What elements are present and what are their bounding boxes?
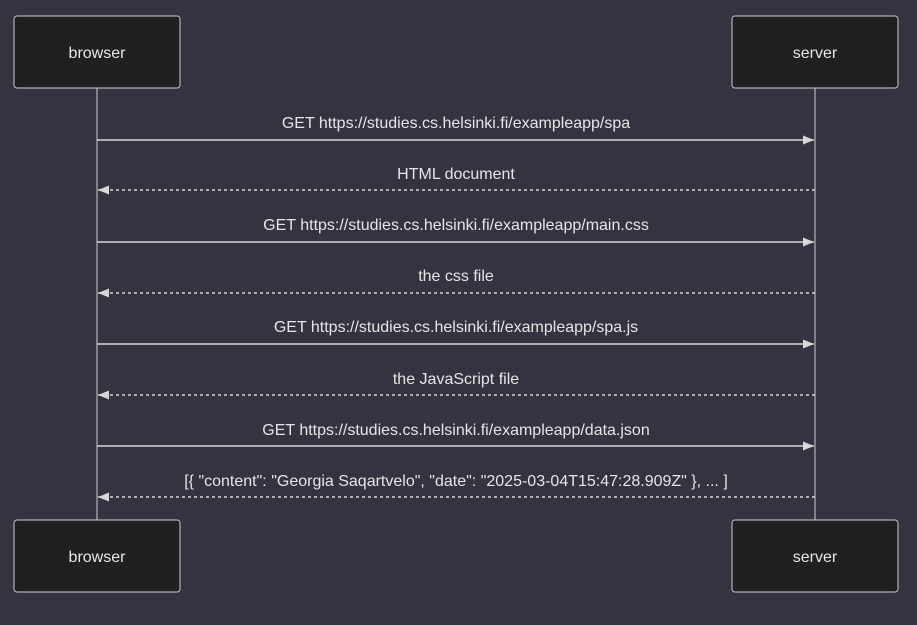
message-4-label: the css file: [418, 268, 494, 285]
actor-server-top: server: [731, 15, 899, 89]
actor-browser-top: browser: [13, 15, 181, 89]
message-8-label: [{ "content": "Georgia Saqartvelo", "dat…: [184, 473, 728, 490]
message-3: GET https://studies.cs.helsinki.fi/examp…: [97, 217, 814, 247]
actor-server-top-label: server: [793, 45, 838, 62]
message-1-label: GET https://studies.cs.helsinki.fi/examp…: [282, 115, 630, 132]
message-2: HTML document: [98, 166, 815, 195]
message-6: the JavaScript file: [98, 371, 815, 400]
message-8: [{ "content": "Georgia Saqartvelo", "dat…: [98, 473, 815, 502]
actor-server-bottom: server: [731, 519, 899, 593]
message-7-label: GET https://studies.cs.helsinki.fi/examp…: [262, 422, 649, 439]
message-5-label: GET https://studies.cs.helsinki.fi/examp…: [274, 319, 638, 336]
actor-browser-bottom: browser: [13, 519, 181, 593]
actor-browser-top-label: browser: [69, 45, 127, 62]
actor-server-bottom-label: server: [793, 549, 838, 566]
message-4: the css file: [98, 268, 815, 298]
actor-browser-bottom-label: browser: [69, 549, 127, 566]
message-6-label: the JavaScript file: [393, 371, 519, 388]
message-3-label: GET https://studies.cs.helsinki.fi/examp…: [263, 217, 649, 234]
message-5: GET https://studies.cs.helsinki.fi/examp…: [97, 319, 814, 349]
message-7: GET https://studies.cs.helsinki.fi/examp…: [97, 422, 814, 451]
message-2-label: HTML document: [397, 166, 515, 183]
message-1: GET https://studies.cs.helsinki.fi/examp…: [97, 115, 814, 145]
